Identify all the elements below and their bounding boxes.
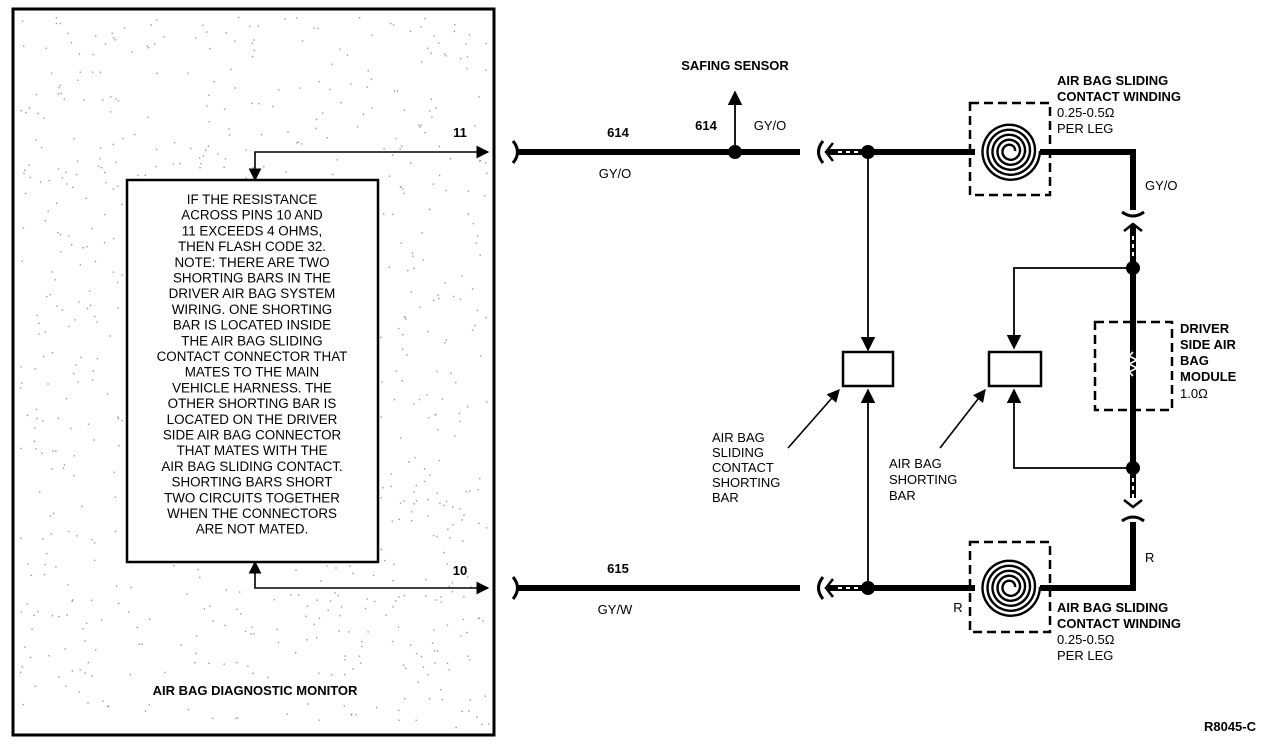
- connector-bottom: [817, 576, 825, 600]
- note-line: BAR IS LOCATED INSIDE: [173, 318, 331, 333]
- junction-dot-top: [861, 145, 875, 159]
- winding-top-resistance: 0.25-0.5Ω: [1057, 105, 1115, 120]
- connector-pin-10: [511, 576, 519, 600]
- winding-bottom-resistance: 0.25-0.5Ω: [1057, 632, 1115, 647]
- wire-right-gyo-label: GY/O: [1145, 178, 1178, 193]
- safing-sensor-label: SAFING SENSOR: [681, 58, 789, 73]
- note-line: ACROSS PINS 10 AND: [181, 208, 323, 223]
- air-bag-shorting-bar: AIR BAG SHORTING BAR: [889, 267, 1132, 503]
- resistor-icon: [1127, 351, 1139, 377]
- monitor-title: AIR BAG DIAGNOSTIC MONITOR: [153, 683, 358, 698]
- pin-10-leader: [248, 560, 490, 595]
- figure-id: R8045-C: [1204, 719, 1257, 734]
- connector-pin-11: [511, 140, 519, 164]
- sliding-contact-winding-bottom: AIR BAG SLIDING CONTACT WINDING 0.25-0.5…: [968, 540, 1181, 663]
- shorting-bar-box-left: [841, 350, 895, 388]
- wire-gyo-label: GY/O: [599, 166, 632, 181]
- note-line: WIRING. ONE SHORTING: [172, 302, 332, 317]
- note-line: THAT MATES WITH THE: [177, 443, 328, 458]
- note-line: IF THE RESISTANCE: [187, 192, 318, 207]
- note-line: NOTE: THERE ARE TWO: [174, 255, 329, 270]
- note-line: MATES TO THE MAIN: [185, 365, 319, 380]
- wire-615-label: 615: [607, 561, 629, 576]
- air-bag-shorting-label: AIR BAG SHORTING BAR: [889, 456, 961, 503]
- winding-bottom-title: AIR BAG SLIDING: [1057, 600, 1168, 615]
- module-label-2: SIDE AIR: [1180, 337, 1236, 352]
- wire-614: SAFING SENSOR 614 GY/O 614 GY/O: [518, 58, 975, 181]
- wire-615: 615 GY/W R: [518, 561, 975, 617]
- junction-dot-bottom: [861, 581, 875, 595]
- wire-614-label: 614: [607, 125, 629, 140]
- module-label-1: DRIVER: [1180, 321, 1230, 336]
- connector-right-bottom: [1121, 515, 1145, 523]
- diagnostic-monitor: AIR BAG DIAGNOSTIC MONITOR IF THE RESIST…: [11, 7, 496, 737]
- splice-dot: [728, 145, 742, 159]
- coil-icon: [981, 123, 1042, 182]
- driver-air-bag-module: DRIVER SIDE AIR BAG MODULE 1.0Ω: [1093, 318, 1237, 414]
- note-line: SHORTING BARS SHORT: [172, 475, 333, 490]
- junction-dot-module-bottom: [1126, 461, 1140, 475]
- note-line: THEN FLASH CODE 32.: [178, 239, 326, 254]
- note-line: 11 EXCEEDS 4 OHMS,: [182, 223, 322, 238]
- connector-top: [817, 140, 825, 164]
- note-line: CONTACT CONNECTOR THAT: [157, 349, 348, 364]
- wire-614-label-2: 614: [695, 118, 717, 133]
- junction-dot-module-top: [1126, 261, 1140, 275]
- note-line: AIR BAG SLIDING CONTACT.: [161, 459, 342, 474]
- module-resistance: 1.0Ω: [1180, 386, 1208, 401]
- winding-top-per-leg: PER LEG: [1057, 121, 1113, 136]
- note-line: WHEN THE CONNECTORS: [167, 506, 337, 521]
- wire-right-r-label: R: [1145, 550, 1154, 565]
- note-line: THE AIR BAG SLIDING: [181, 333, 322, 348]
- sliding-contact-winding-top: AIR BAG SLIDING CONTACT WINDING 0.25-0.5…: [968, 73, 1181, 197]
- note-line: SIDE AIR BAG CONNECTOR: [163, 428, 342, 443]
- module-label-4: MODULE: [1180, 369, 1237, 384]
- winding-bottom-per-leg: PER LEG: [1057, 648, 1113, 663]
- coil-icon: [981, 559, 1042, 618]
- pin-11-label: 11: [453, 125, 467, 140]
- note-line: SHORTING BARS IN THE: [173, 271, 331, 286]
- winding-top-title-2: CONTACT WINDING: [1057, 89, 1181, 104]
- note-line: ARE NOT MATED.: [196, 522, 309, 537]
- pin-11-leader: [248, 145, 490, 182]
- note-line: LOCATED ON THE DRIVER: [167, 412, 338, 427]
- sliding-contact-shorting-label: AIR BAG SLIDING CONTACT SHORTING BAR: [712, 430, 784, 505]
- connector-right-top: [1121, 210, 1145, 218]
- note-line: DRIVER AIR BAG SYSTEM: [169, 286, 336, 301]
- wire-r-label-bottom: R: [953, 600, 962, 615]
- sliding-contact-shorting-bar: AIR BAG SLIDING CONTACT SHORTING BAR: [712, 159, 895, 581]
- module-label-3: BAG: [1180, 353, 1209, 368]
- note-line: VEHICLE HARNESS. THE: [172, 380, 332, 395]
- note-line: TWO CIRCUITS TOGETHER: [164, 490, 340, 505]
- wire-gyw-label: GY/W: [598, 602, 633, 617]
- shorting-bar-box-right: [987, 350, 1043, 388]
- note-line: OTHER SHORTING BAR IS: [168, 396, 337, 411]
- pin-10-label: 10: [453, 563, 467, 578]
- winding-bottom-title-2: CONTACT WINDING: [1057, 616, 1181, 631]
- winding-top-title: AIR BAG SLIDING: [1057, 73, 1168, 88]
- wire-gyo-label-2: GY/O: [754, 118, 787, 133]
